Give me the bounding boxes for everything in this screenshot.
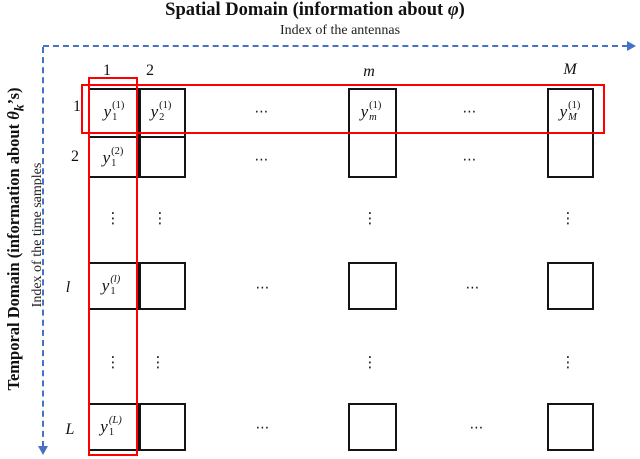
col-header-1: 1 <box>103 62 111 79</box>
v-ellipsis: ⋮ <box>152 209 168 227</box>
spatial-title-close: ) <box>458 0 465 20</box>
cell-ym1: y(1)m <box>360 99 382 123</box>
row-header-l: l <box>65 279 71 296</box>
col-header-2: 2 <box>146 62 154 79</box>
antenna-axis-dashed-line <box>43 45 628 47</box>
sample-box-rLcm <box>348 403 397 451</box>
temporal-title-close: ’s) <box>4 87 23 105</box>
cell-y1l: y(l)1 <box>101 273 121 297</box>
v-ellipsis: ⋮ <box>560 209 576 227</box>
h-ellipsis: ⋯ <box>255 420 271 436</box>
row-header-L: L <box>65 421 75 438</box>
v-ellipsis: ⋮ <box>362 209 378 227</box>
col-header-M: M <box>563 61 577 78</box>
sample-box-rlcM <box>547 262 594 310</box>
temporal-title-text: Temporal Domain (information about <box>4 119 23 391</box>
h-ellipsis: ⋯ <box>254 152 270 168</box>
cell-y21: y(1)2 <box>150 99 172 123</box>
first-row-highlight <box>81 84 605 134</box>
time-axis-arrowhead-icon <box>38 446 48 455</box>
row-header-1: 1 <box>73 98 81 115</box>
h-ellipsis: ⋯ <box>469 420 485 436</box>
phi-symbol: φ <box>447 0 459 20</box>
v-ellipsis: ⋮ <box>105 353 121 371</box>
time-axis-dashed-line <box>42 47 44 447</box>
h-ellipsis: ⋯ <box>462 104 478 120</box>
cell-y1L: y(L)1 <box>100 414 122 438</box>
theta-symbol: θ <box>4 111 23 120</box>
sample-box-r2c2 <box>138 136 186 178</box>
cell-y11: y(1)1 <box>103 99 125 123</box>
first-column-highlight <box>88 77 138 456</box>
h-ellipsis: ⋯ <box>255 280 271 296</box>
sample-box-rLc2 <box>138 403 186 451</box>
v-ellipsis: ⋮ <box>105 209 121 227</box>
row-header-2: 2 <box>71 148 79 165</box>
sample-box-rLcM <box>547 403 594 451</box>
theta-subscript: k <box>11 104 27 112</box>
sample-box-rlcm <box>348 262 397 310</box>
spatial-title-text: Spatial Domain (information about <box>165 0 448 20</box>
antenna-index-label: Index of the antennas <box>279 23 401 38</box>
temporal-domain-title: Temporal Domain (information about θk’s) <box>4 24 26 454</box>
v-ellipsis: ⋮ <box>362 353 378 371</box>
cell-y12: y(2)1 <box>102 145 124 169</box>
v-ellipsis: ⋮ <box>560 353 576 371</box>
sample-box-rlc2 <box>138 262 186 310</box>
col-header-m: m <box>363 63 375 80</box>
v-ellipsis: ⋮ <box>150 353 166 371</box>
antenna-axis-arrowhead-icon <box>627 41 636 51</box>
cell-yM1: y(1)M <box>559 99 581 123</box>
h-ellipsis: ⋯ <box>254 104 270 120</box>
h-ellipsis: ⋯ <box>462 152 478 168</box>
spatial-domain-title: Spatial Domain (information about φ) <box>10 0 620 21</box>
h-ellipsis: ⋯ <box>465 280 481 296</box>
